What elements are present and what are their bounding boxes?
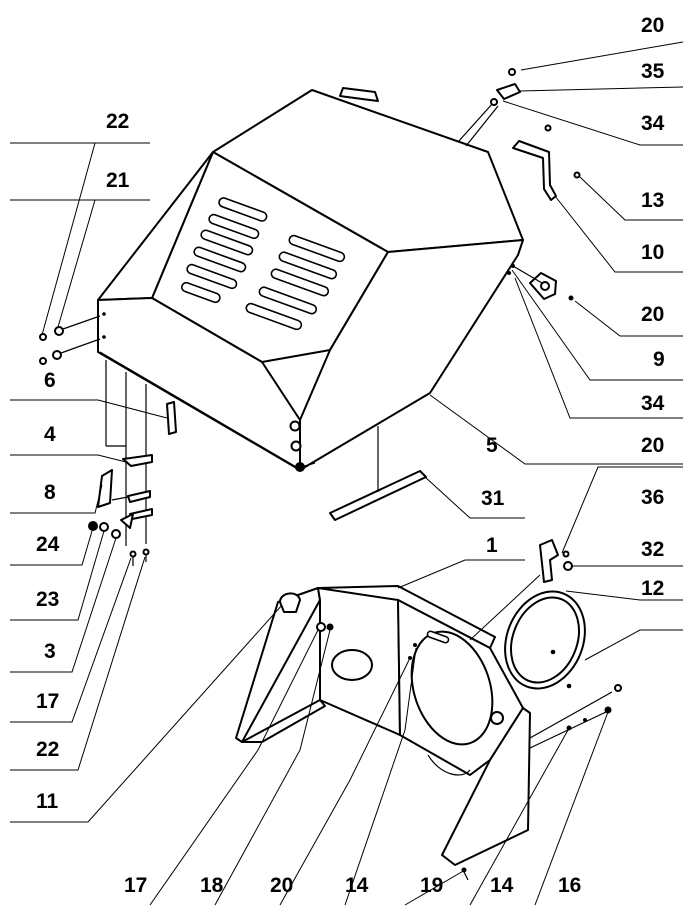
- callout-23: 23: [36, 588, 59, 611]
- callout-14: 14: [490, 874, 514, 897]
- callout-20: 20: [270, 874, 293, 897]
- callout-14: 14: [345, 874, 369, 897]
- leader-lines: [10, 41, 684, 906]
- lower-left-brackets: [88, 360, 177, 566]
- callout-24: 24: [36, 533, 60, 556]
- callout-21: 21: [106, 169, 130, 192]
- callout-34: 34: [641, 112, 665, 135]
- shaft-part-31: [329, 426, 427, 521]
- callout-31: 31: [481, 487, 505, 510]
- top-right-hardware: [457, 68, 581, 301]
- callout-36: 36: [641, 486, 664, 509]
- callout-35: 35: [641, 60, 665, 83]
- callout-6: 6: [44, 369, 56, 392]
- callout-1: 1: [486, 534, 498, 557]
- callout-22: 22: [36, 738, 59, 761]
- callout-9: 9: [653, 348, 665, 371]
- callout-18: 18: [200, 874, 224, 897]
- left-hardware: [39, 315, 101, 365]
- callout-10: 10: [641, 241, 664, 264]
- base-frame-part-1: [235, 585, 531, 881]
- louvers-right: [245, 234, 346, 331]
- callout-3: 3: [44, 640, 56, 663]
- callout-12: 12: [641, 577, 664, 600]
- callout-labels: 20 35 34 13 10 20 9 34 20 5 31 36 32 12 …: [36, 14, 665, 897]
- callout-20: 20: [641, 14, 664, 37]
- ring-part-12: [504, 590, 586, 690]
- callout-34: 34: [641, 392, 665, 415]
- callout-32: 32: [641, 538, 664, 561]
- callout-13: 13: [641, 189, 664, 212]
- callout-8: 8: [44, 481, 56, 504]
- callout-17: 17: [36, 690, 59, 713]
- hood-cover: [97, 87, 524, 472]
- callout-11: 11: [36, 790, 59, 813]
- callout-5: 5: [486, 434, 498, 457]
- callout-19: 19: [420, 874, 443, 897]
- callout-20: 20: [641, 303, 664, 326]
- lower-right-hardware: [529, 684, 622, 749]
- callout-22: 22: [106, 110, 129, 133]
- louvers-left: [180, 197, 268, 304]
- callout-4: 4: [44, 423, 56, 446]
- callout-17: 17: [124, 874, 147, 897]
- latch-part-32: [539, 539, 573, 583]
- callout-16: 16: [558, 874, 581, 897]
- callout-20: 20: [641, 434, 664, 457]
